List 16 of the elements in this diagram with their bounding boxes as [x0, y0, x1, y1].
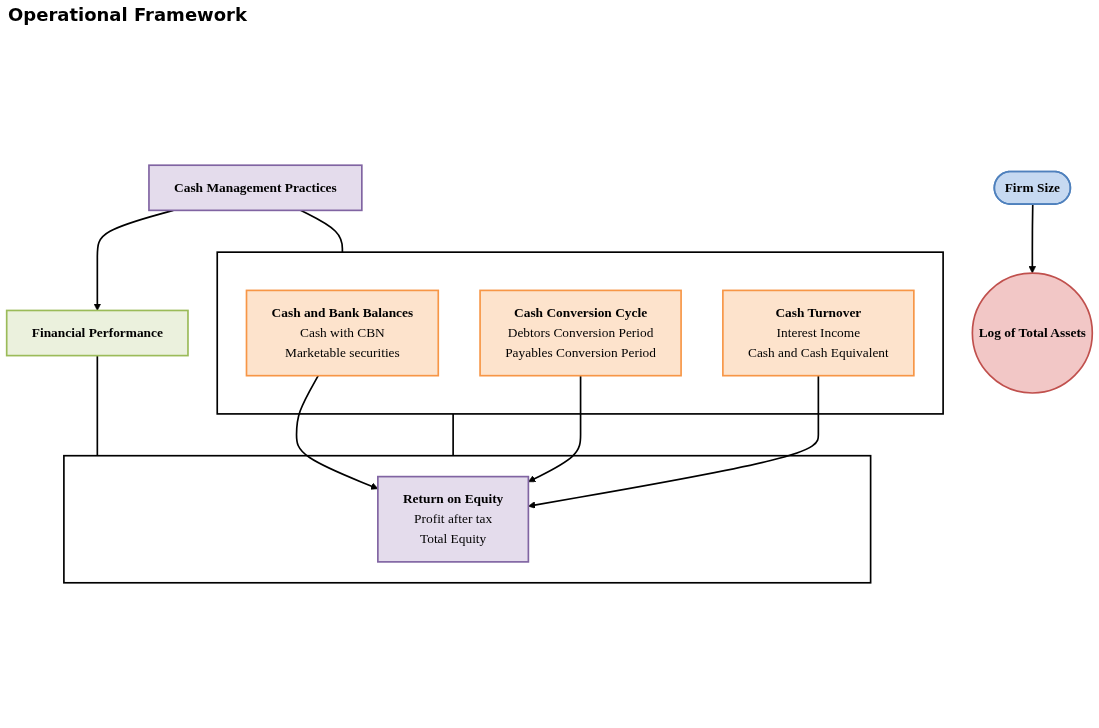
- node-box: Cash Management Practices: [148, 164, 363, 212]
- node-box: Return on Equity Profit after tax Total Equity: [377, 475, 530, 563]
- node-box: Cash Turnover Interest Income Cash and Cash Equivalent: [722, 289, 915, 377]
- connector: [452, 413, 454, 457]
- node-box: Cash and Bank Balances Cash with CBN Marketable securities: [245, 289, 440, 377]
- node-box: Cash Conversion Cycle Debtors Conversion Period Payables Conversion Period: [479, 289, 682, 377]
- node-box: Financial Performance: [5, 309, 189, 357]
- cluster: [63, 454, 872, 584]
- node-circle: Log of Total Assets: [971, 272, 1094, 394]
- connector: [96, 354, 99, 457]
- connector: [299, 209, 344, 253]
- arrow: [528, 374, 820, 509]
- cluster: [216, 251, 944, 415]
- arrow: [528, 374, 582, 483]
- diagram-title: Operational Framework: [8, 4, 247, 25]
- arrow: [1028, 203, 1036, 274]
